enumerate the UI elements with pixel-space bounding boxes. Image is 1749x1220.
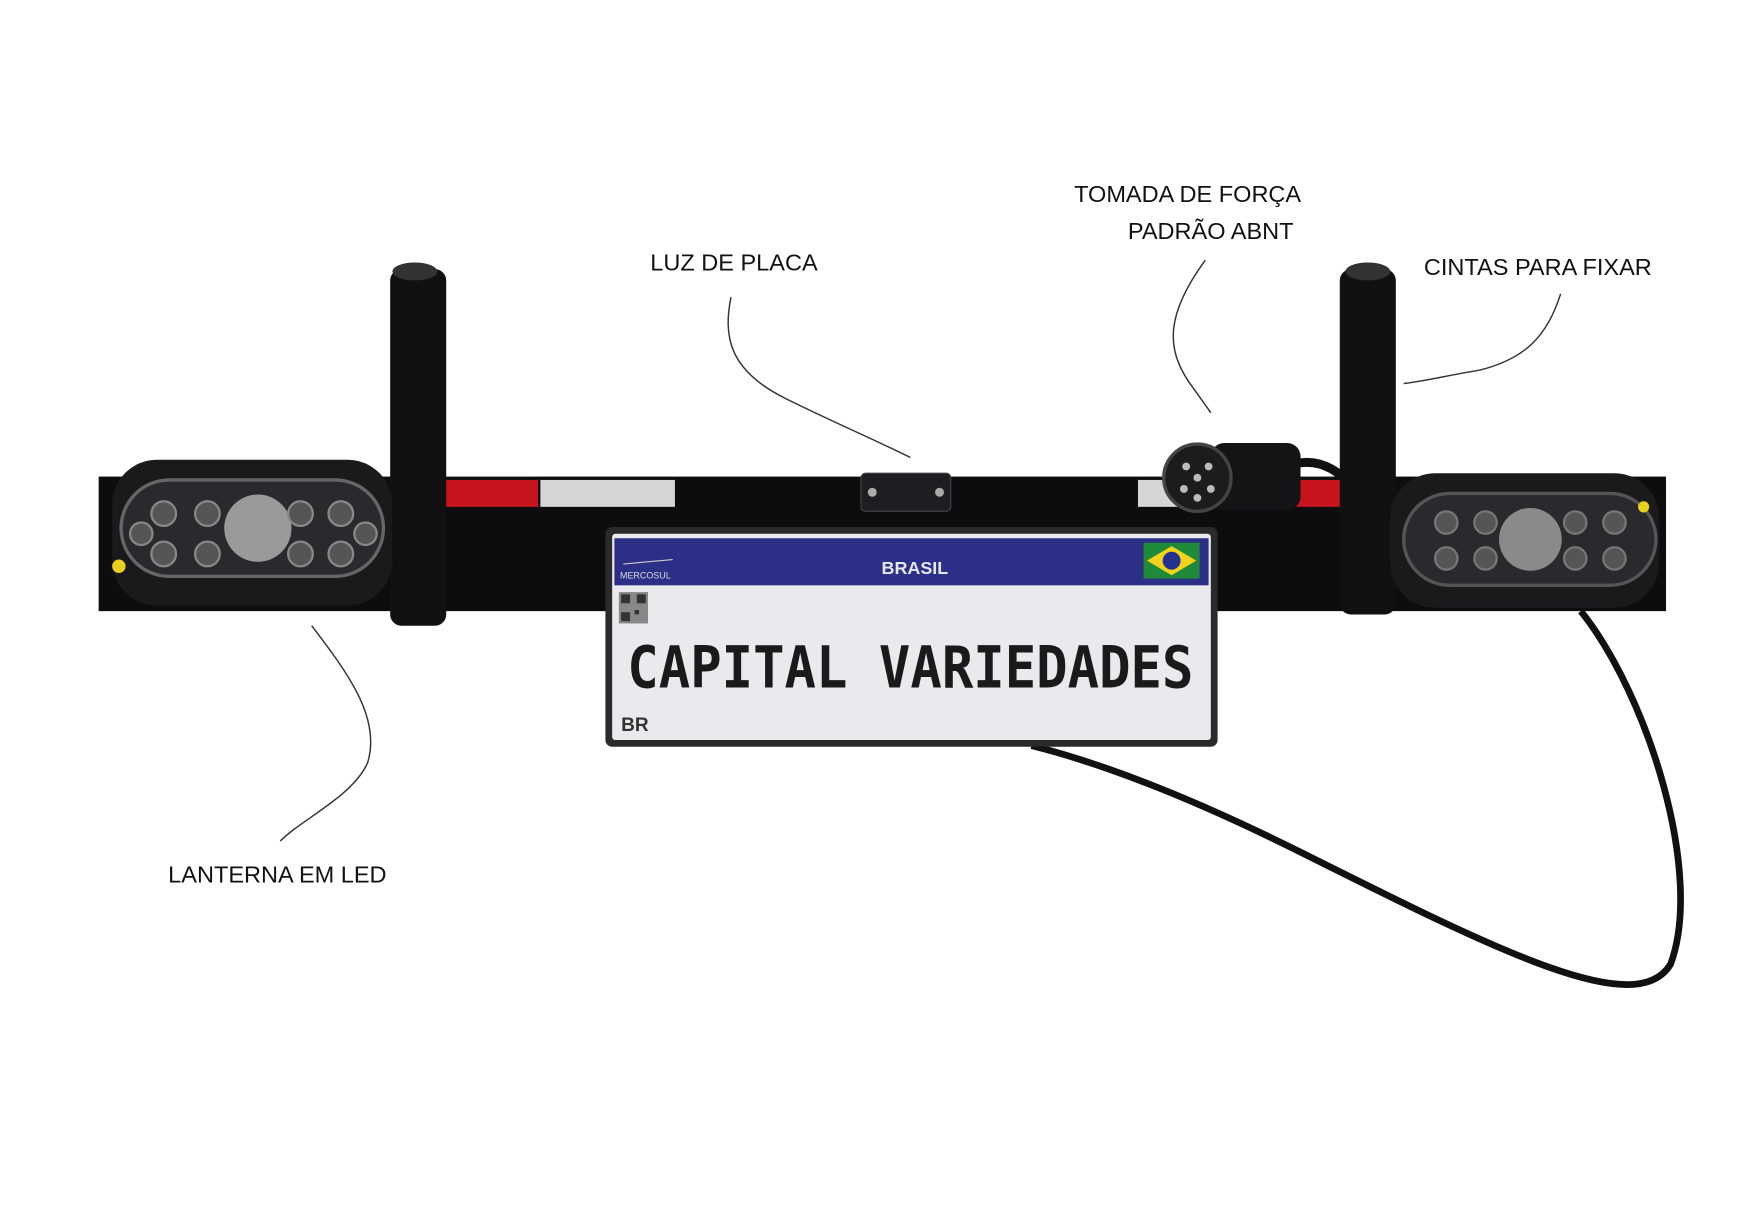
- label-straps: CINTAS PARA FIXAR: [1424, 254, 1652, 280]
- plate-country: BRASIL: [882, 558, 949, 578]
- label-led-lamp: LANTERNA EM LED: [168, 861, 386, 887]
- leader-power-socket: [1172, 259, 1212, 414]
- reflector-red: [435, 479, 539, 507]
- power-cable: [1030, 609, 1684, 988]
- strap-right: [1339, 262, 1396, 615]
- leader-plate-light: [727, 297, 911, 459]
- leader-straps: [1403, 293, 1562, 385]
- strap-left: [390, 262, 447, 626]
- plate-bloc: MERCOSUL: [620, 571, 671, 581]
- label-power-socket-1: TOMADA DE FORÇA: [1074, 181, 1301, 207]
- brazil-flag-icon: [1143, 542, 1200, 579]
- power-socket: [1162, 442, 1301, 514]
- label-power-socket-2: PADRÃO ABNT: [1128, 218, 1294, 244]
- plate-text: CAPITAL VARIEDADES: [627, 633, 1193, 701]
- reflector-white: [540, 479, 675, 507]
- led-lamp-left: [112, 459, 393, 606]
- plate-country-code: BR: [621, 715, 649, 736]
- leader-led-lamp: [279, 625, 372, 842]
- qr-code-icon: [618, 592, 649, 624]
- led-lamp-right: [1390, 473, 1660, 608]
- plate-light: [860, 472, 952, 512]
- license-plate: MERCOSUL BRASIL CAPITAL VARIEDADES BR: [605, 527, 1218, 747]
- label-plate-light: LUZ DE PLACA: [650, 249, 818, 275]
